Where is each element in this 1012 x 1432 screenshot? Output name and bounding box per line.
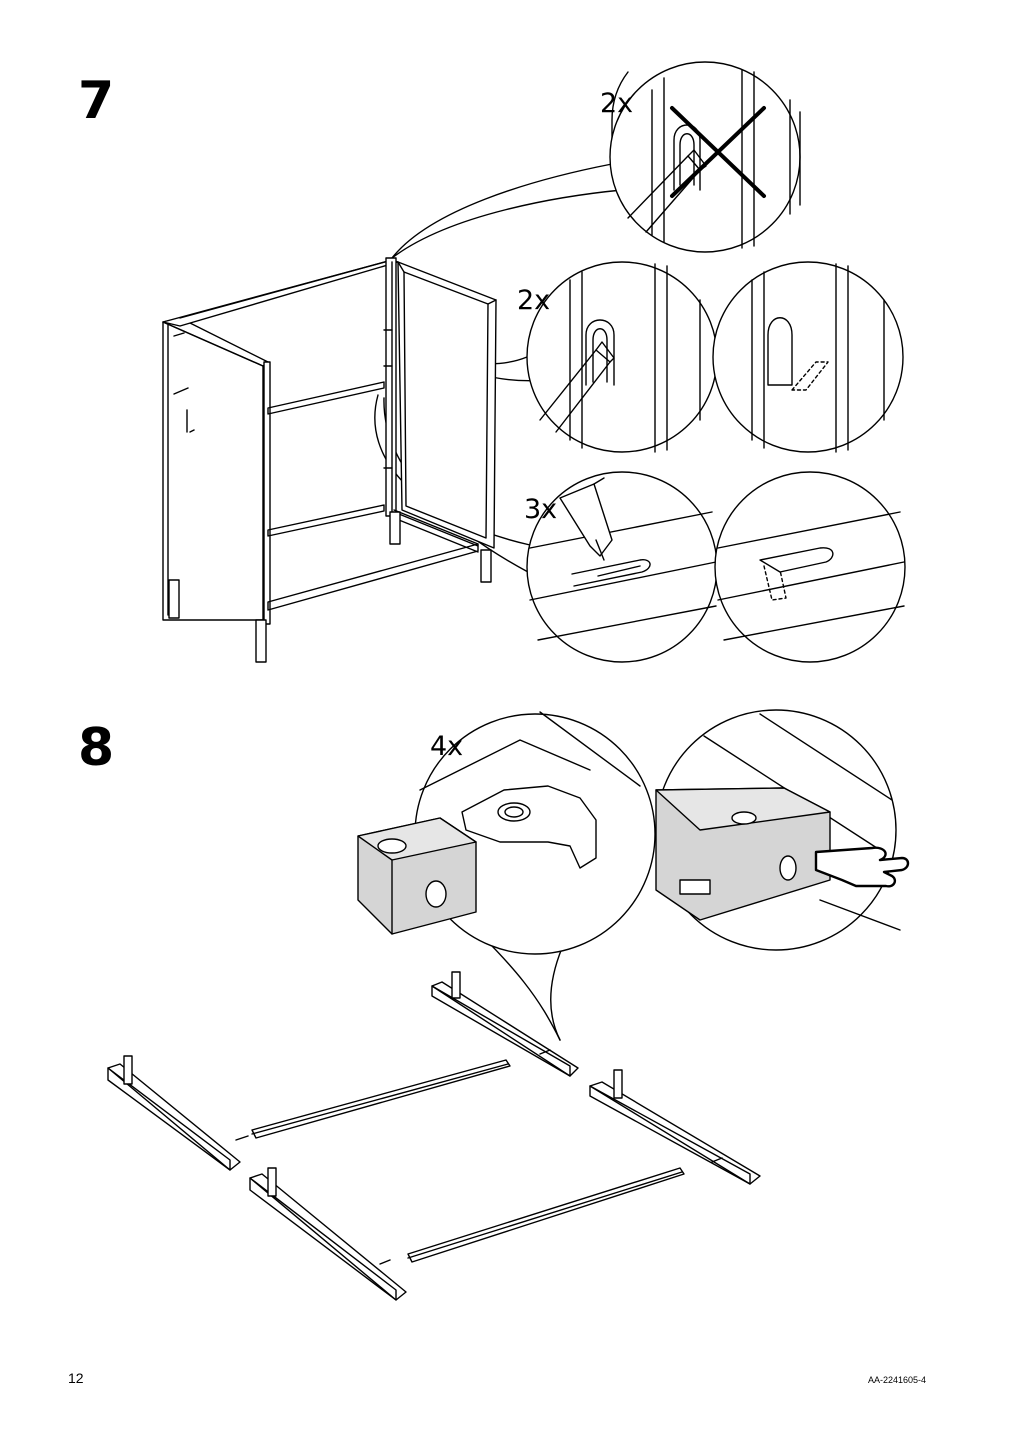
quantity-callout: 2x bbox=[517, 285, 551, 316]
step-number-7: 7 bbox=[78, 71, 115, 131]
document-id: AA-2241605-4 bbox=[868, 1375, 927, 1385]
base-frame-parts bbox=[108, 972, 760, 1300]
detail-circle-press bbox=[656, 710, 908, 950]
detail-circle-pry-result bbox=[713, 262, 903, 452]
detail-circle-bend bbox=[527, 472, 717, 662]
quantity-callout: 4x bbox=[430, 731, 464, 762]
quantity-callout: 3x bbox=[524, 494, 558, 525]
quantity-callout: 2x bbox=[600, 88, 634, 119]
step-number-8: 8 bbox=[78, 718, 115, 778]
detail-circle-wrong bbox=[610, 62, 800, 252]
page-number: 12 bbox=[68, 1370, 84, 1386]
cabinet-frame bbox=[163, 258, 496, 662]
detail-circle-pry bbox=[527, 262, 717, 452]
detail-circle-bracket bbox=[358, 712, 655, 1040]
detail-circle-bend-result bbox=[715, 472, 905, 662]
